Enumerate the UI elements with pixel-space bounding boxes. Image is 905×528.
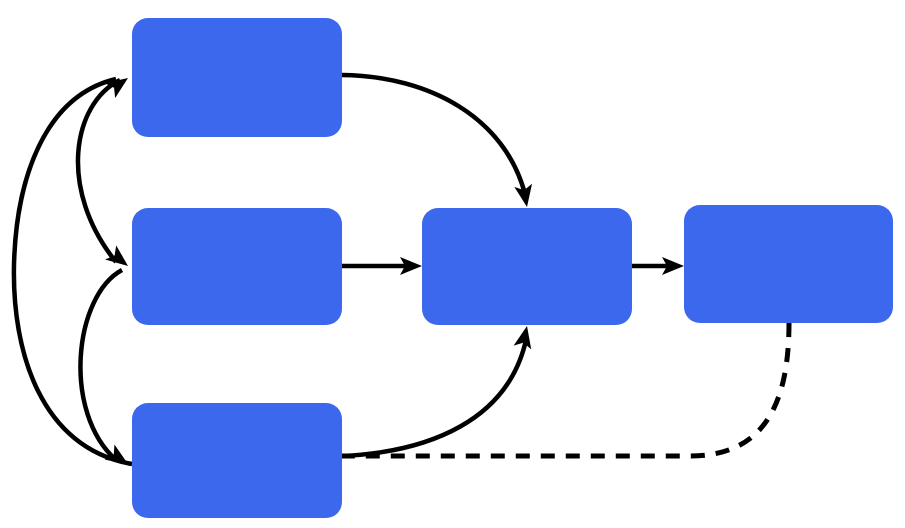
nodes-layer [132, 18, 893, 518]
edge-edge-bottomleft-to-center[interactable] [341, 339, 529, 459]
arrow-into-center-left-icon [400, 257, 422, 275]
arrow-into-center-top-icon [514, 183, 533, 207]
arrow-into-middle-left-icon [105, 245, 128, 266]
node-center[interactable] [422, 208, 632, 325]
arrow-into-center-bottom-icon [513, 326, 532, 350]
node-bottom-left[interactable] [132, 403, 342, 518]
node-top-left-shape[interactable] [132, 18, 342, 137]
arrowheads-layer [104, 78, 684, 464]
arrow-into-top-left-icon [104, 78, 128, 98]
edge-edge-topleft-to-center[interactable] [341, 72, 528, 195]
edges-layer [11, 72, 792, 467]
node-middle-left[interactable] [132, 208, 342, 325]
node-right[interactable] [684, 205, 893, 323]
node-top-left[interactable] [132, 18, 342, 137]
edge-edge-outer-loop-to-topleft[interactable] [11, 76, 133, 467]
node-center-shape[interactable] [422, 208, 632, 325]
edge-edge-right-to-bottomleft-dashed[interactable] [342, 322, 792, 459]
node-bottom-left-shape[interactable] [132, 403, 342, 518]
node-middle-left-shape[interactable] [132, 208, 342, 325]
edge-edge-middleleft-to-bottomleft[interactable] [78, 268, 124, 462]
arrow-into-bottom-left-icon [104, 444, 128, 464]
edge-edge-topleft-to-middleleft[interactable] [75, 77, 122, 264]
arrow-into-right-icon [662, 257, 684, 275]
node-right-shape[interactable] [684, 205, 893, 323]
